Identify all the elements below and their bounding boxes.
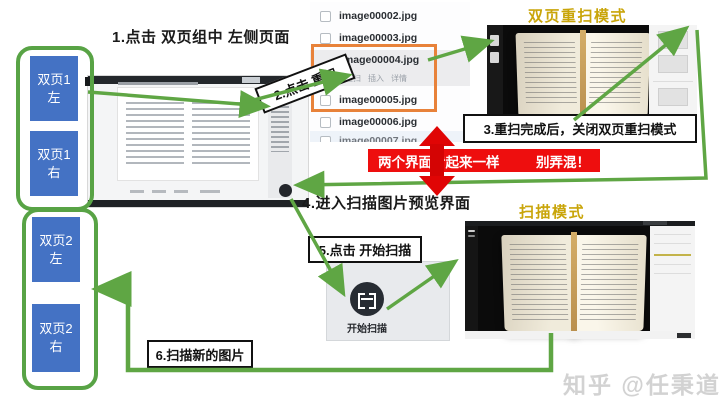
- toc-column-left: [126, 102, 184, 168]
- step6-label: 6.扫描新的图片: [147, 340, 253, 368]
- scanned-book-photo: [501, 232, 647, 333]
- rescan-mode-title: 双页重扫模式: [528, 8, 628, 25]
- arrow-shaft: [430, 144, 444, 178]
- page-box-line2: 右: [47, 164, 61, 180]
- rescan-sidebar[interactable]: [649, 25, 697, 122]
- thumbnail[interactable]: [658, 55, 688, 73]
- sidebar-divider: [654, 243, 691, 244]
- watermark: 知乎 @任秉道: [563, 372, 720, 398]
- document-page-thumbnail[interactable]: [118, 88, 258, 180]
- file-checkbox[interactable]: [320, 32, 331, 44]
- file-name: image00006.jpg: [339, 116, 418, 128]
- scan-statusbar: [465, 331, 695, 339]
- page-box-line2: 左: [47, 89, 61, 105]
- sidebar-accent-divider: [654, 254, 691, 256]
- preview-scan-button[interactable]: [279, 184, 292, 197]
- step1-label: 1.点击 双页组中 左侧页面: [112, 29, 290, 46]
- file-checkbox[interactable]: [320, 10, 331, 22]
- book-spine: [580, 30, 586, 119]
- page-box-line2: 右: [49, 339, 63, 354]
- page-box-line1: 双页2: [39, 321, 73, 337]
- book-left-page: [515, 33, 586, 117]
- preview-bottombar: [88, 200, 308, 207]
- scanned-book-photo: [515, 30, 651, 119]
- sidebar-divider: [654, 234, 691, 235]
- preview-window: [85, 76, 308, 207]
- book-text-lines: [588, 42, 643, 107]
- preview-titlebar: [88, 76, 308, 84]
- step4-label: 4.进入扫描图片预览界面: [302, 195, 471, 212]
- page-box-group1-left: 双页1 左: [30, 56, 78, 121]
- preview-file-list-lines: [271, 106, 289, 152]
- app-icon: [85, 77, 94, 86]
- book-text-lines: [523, 42, 578, 107]
- toolbar-item[interactable]: [200, 190, 220, 193]
- scan-settings-sidebar[interactable]: [650, 226, 695, 331]
- document-heading-bar: [118, 82, 198, 85]
- scan-start-panel: 开始扫描: [326, 261, 450, 341]
- arrow-down-head: [419, 176, 455, 196]
- page-box-group1-right: 双页1 右: [30, 131, 78, 196]
- sidebar-divider: [654, 273, 691, 274]
- warning-banner: 两个界面看起来一样 别弄混！: [368, 149, 600, 172]
- start-scan-button[interactable]: [350, 282, 384, 316]
- warning-text-right: 别弄混！: [536, 154, 590, 170]
- page-box-line1: 双页1: [37, 146, 71, 162]
- scan-frame-icon: [361, 298, 373, 300]
- book-text-lines: [579, 244, 639, 321]
- scan-toolbar-strip: [465, 226, 478, 339]
- file-checkbox[interactable]: [320, 135, 331, 142]
- thumbnail[interactable]: [658, 88, 688, 106]
- sidebar-divider: [654, 264, 691, 265]
- page-box-line1: 双页1: [37, 71, 71, 87]
- file-name: image00003.jpg: [339, 32, 418, 44]
- arrow-up-head: [419, 126, 455, 146]
- scan-window-topbar: [465, 221, 695, 226]
- rescan-mode-window: [487, 25, 697, 122]
- statusbar-button[interactable]: [677, 333, 691, 338]
- sidebar-divider: [653, 81, 693, 82]
- menu-item[interactable]: [468, 230, 475, 232]
- page-box-group2-right: 双页2 右: [32, 304, 80, 372]
- double-arrow-icon: [419, 126, 455, 196]
- menu-item[interactable]: [468, 235, 475, 237]
- page-box-line1: 双页2: [39, 232, 73, 248]
- step5-label: 5.点击 开始扫描: [308, 236, 422, 263]
- titlebar-button[interactable]: [242, 77, 260, 83]
- book-text-lines: [509, 244, 569, 321]
- scan-frame-icon: [358, 293, 365, 309]
- thumbnail[interactable]: [658, 31, 688, 49]
- book-right-page: [580, 33, 651, 117]
- book-spine: [571, 232, 577, 333]
- book-right-page: [570, 235, 647, 331]
- start-scan-label: 开始扫描: [347, 324, 387, 335]
- page-box-group2-left: 双页2 左: [32, 217, 80, 282]
- file-name: image00002.jpg: [339, 10, 418, 22]
- scan-mode-title: 扫描模式: [519, 204, 586, 221]
- scan-frame-icon: [369, 293, 376, 309]
- toolbar-item[interactable]: [130, 190, 144, 193]
- toolbar-item[interactable]: [174, 190, 188, 193]
- step3-label: 3.重扫完成后，关闭双页重扫模式: [463, 114, 697, 143]
- toolbar-item[interactable]: [152, 190, 166, 193]
- rescan-tool-button[interactable]: [490, 52, 499, 63]
- scan-mode-window: [465, 221, 695, 339]
- window-controls[interactable]: [643, 221, 667, 225]
- file-checkbox[interactable]: [320, 116, 331, 128]
- page-box-line2: 左: [49, 250, 63, 266]
- book-left-page: [501, 235, 578, 331]
- rescan-tool-button[interactable]: [490, 35, 499, 46]
- file-name: image00007.jpg: [339, 135, 418, 142]
- file-row[interactable]: image00002.jpg: [310, 6, 470, 26]
- toc-column-right: [192, 102, 250, 168]
